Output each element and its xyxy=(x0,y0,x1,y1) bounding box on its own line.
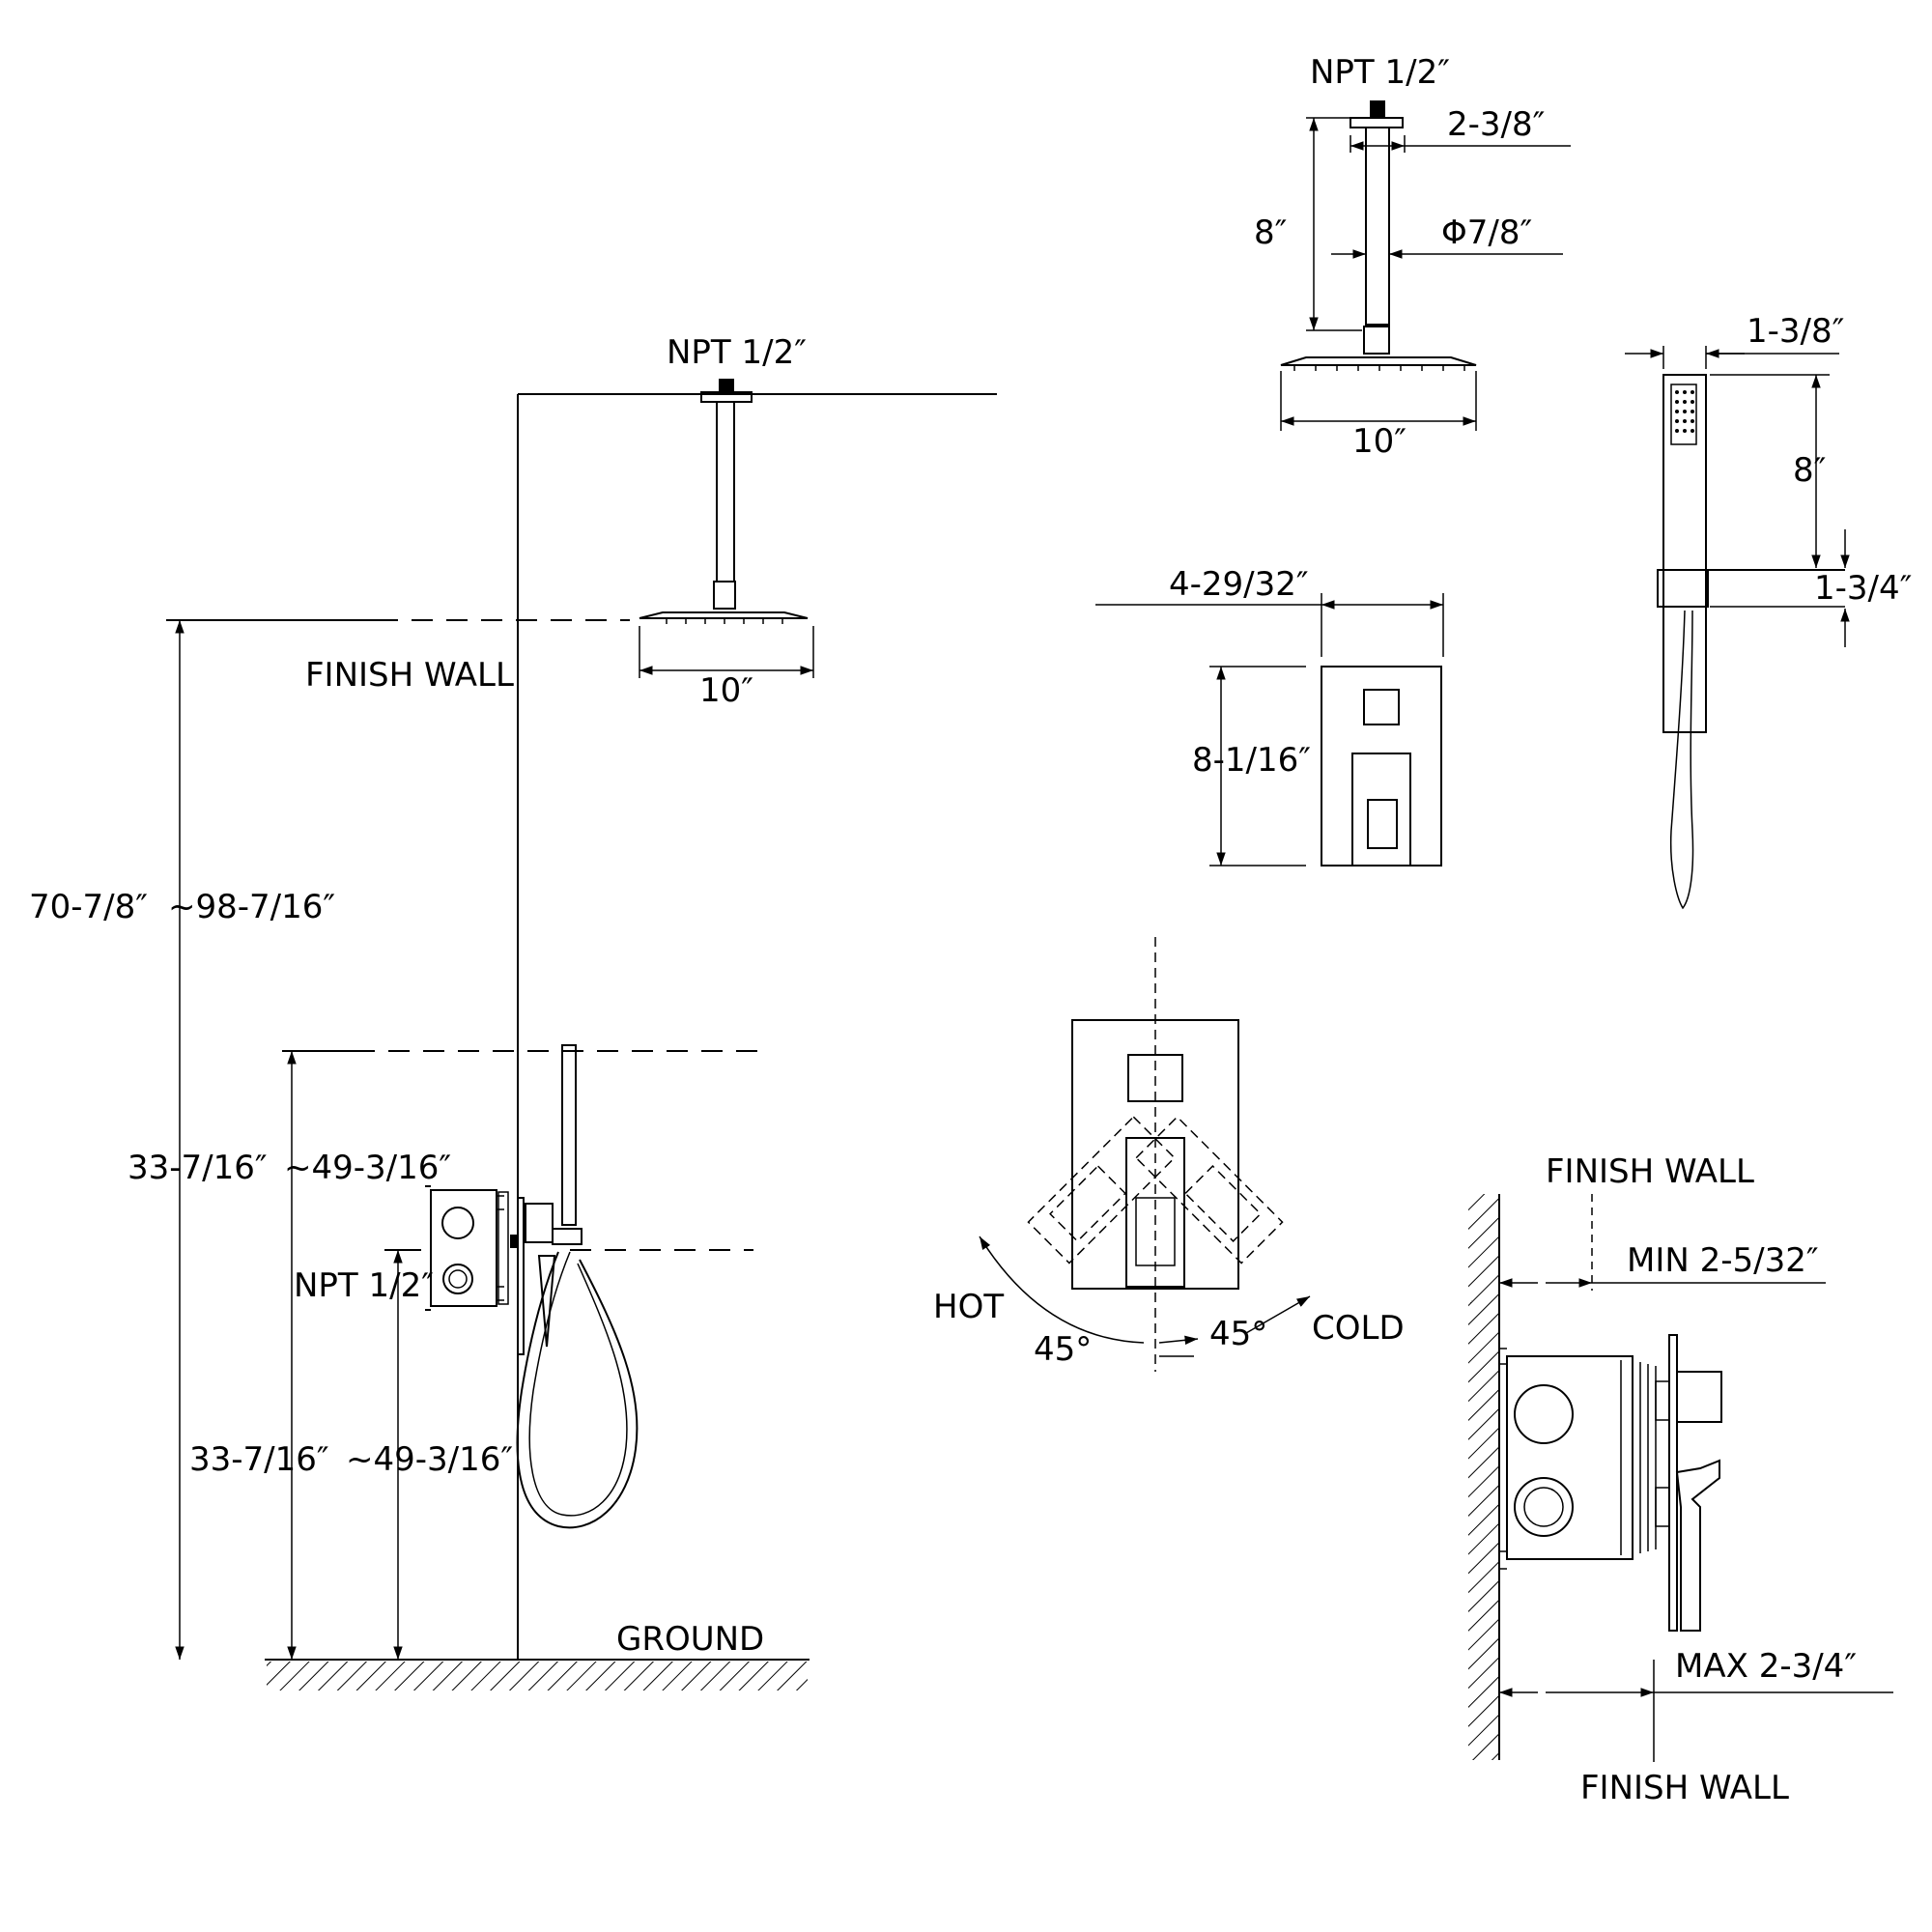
handle-rotation-view: HOT COLD 45° 45° xyxy=(933,937,1405,1372)
trim-plate-front: 4-29/32″ 8-1/16″ xyxy=(1095,565,1444,867)
hot-rotation-arc xyxy=(979,1236,1145,1344)
pipe-diameter-label: Φ7/8″ xyxy=(1441,213,1532,252)
npt-label-valve: NPT 1/2″ xyxy=(294,1266,434,1305)
handle-lever-section xyxy=(1675,1459,1720,1632)
angle-left-label: 45° xyxy=(1034,1330,1092,1369)
finish-wall-label-top: FINISH WALL xyxy=(1546,1152,1754,1191)
trim-plate-section xyxy=(1668,1334,1678,1632)
main-elevation-view: NPT 1/2″ 10″ FINISH WALL 70-7/8″ ~98-7/1… xyxy=(29,333,997,1690)
valve-port-lower xyxy=(1514,1477,1574,1537)
max-depth-label: MAX 2-3/4″ xyxy=(1675,1647,1857,1686)
ceiling-shower-assembly xyxy=(639,379,809,624)
hand-shower-height-approx-label: ~49-3/16″ xyxy=(284,1149,451,1187)
rough-in-valve-side xyxy=(425,1185,525,1355)
finish-wall-label-bottom: FINISH WALL xyxy=(1580,1769,1789,1807)
valve-port-upper xyxy=(1514,1384,1574,1444)
cold-rotation-arrow xyxy=(1245,1295,1311,1334)
cold-label: COLD xyxy=(1312,1309,1405,1348)
head-height-label: 70-7/8″ xyxy=(29,888,148,926)
trim-and-handle-side xyxy=(525,1203,582,1348)
hand-shower-length-label: 8″ xyxy=(1793,451,1826,490)
spray-face xyxy=(1670,384,1697,445)
trim-height-label: 8-1/16″ xyxy=(1192,741,1311,780)
hand-shower-wall-mounted xyxy=(516,1044,639,1529)
angle-right-label: 45° xyxy=(1209,1315,1267,1353)
diverter-knob-section xyxy=(1676,1371,1722,1423)
npt-label-main: NPT 1/2″ xyxy=(667,333,807,372)
hot-label: HOT xyxy=(933,1288,1004,1326)
min-depth-label: MIN 2-5/32″ xyxy=(1627,1241,1819,1280)
arm-length-label: 8″ xyxy=(1254,213,1287,252)
hand-shower-width-label: 1-3/8″ xyxy=(1747,312,1844,351)
head-width-label: 10″ xyxy=(699,671,753,710)
npt-label-top: NPT 1/2″ xyxy=(1310,53,1450,92)
valve-height-label: 33-7/16″ xyxy=(189,1440,329,1479)
trim-width-label: 4-29/32″ xyxy=(1169,565,1309,604)
holder-height-label: 1-3/4″ xyxy=(1814,569,1912,608)
wall-section-view: FINISH WALL MIN 2-5/32″ MAX 2-3/4″ FINIS… xyxy=(1468,1152,1893,1807)
hand-shower-detail: 1-3/8″ 8″ 1-3/4″ xyxy=(1625,312,1912,910)
ground xyxy=(265,1659,810,1690)
shower-head-nozzles xyxy=(666,618,783,624)
hand-shower-height-label: 33-7/16″ xyxy=(128,1149,268,1187)
flange-width-label: 2-3/8″ xyxy=(1447,105,1545,144)
top-head-width-label: 10″ xyxy=(1352,422,1406,461)
head-height-approx-label: ~98-7/16″ xyxy=(168,888,335,926)
valve-height-approx-label: ~49-3/16″ xyxy=(346,1440,513,1479)
shower-arm-detail: NPT 1/2″ 2-3/8″ Φ7/8″ 8″ xyxy=(1254,53,1571,461)
ground-label: GROUND xyxy=(616,1620,764,1659)
finish-wall-label-main: FINISH WALL xyxy=(305,656,514,695)
